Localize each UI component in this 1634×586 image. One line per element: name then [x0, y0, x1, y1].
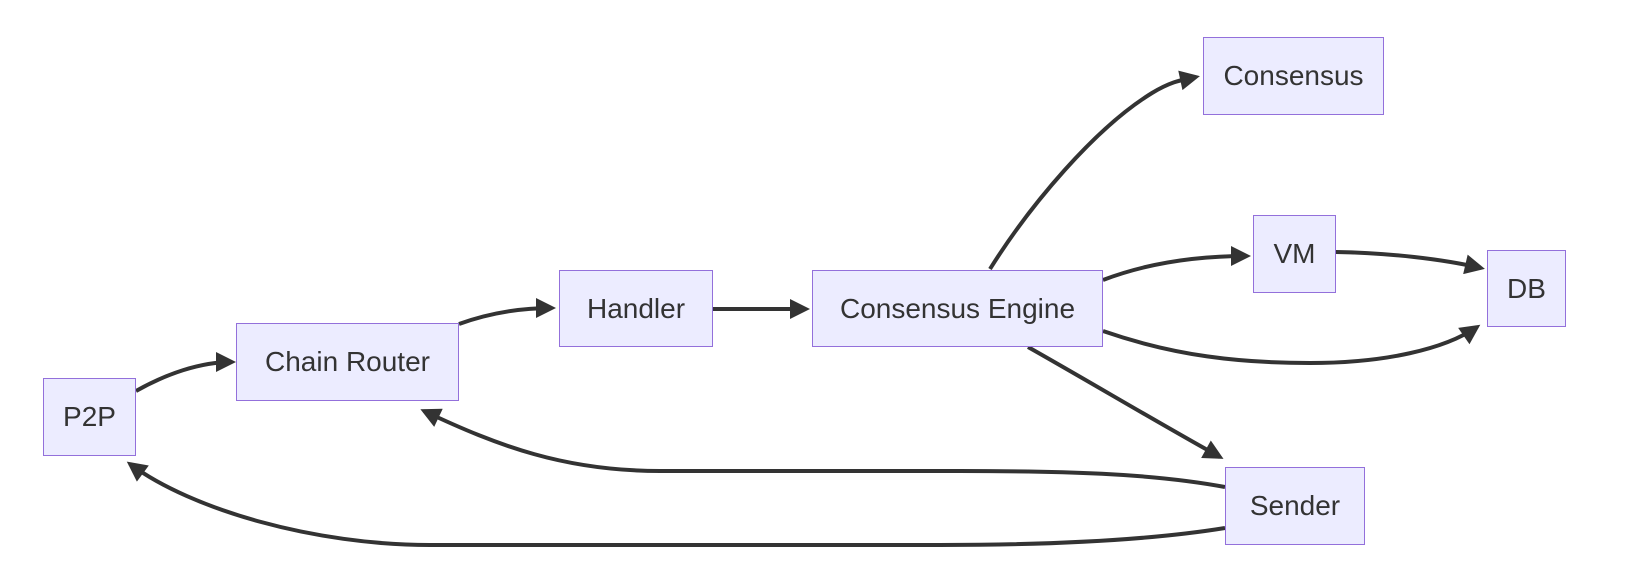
edge-consensus-engine-to-db	[1102, 324, 1481, 365]
node-chain-router-label: Chain Router	[265, 346, 430, 377]
node-db: DB	[1487, 250, 1566, 327]
edge-sender-to-chain-router	[420, 408, 1226, 489]
node-consensus-label: Consensus	[1223, 60, 1364, 91]
node-p2p-label: P2P	[63, 401, 116, 432]
node-consensus-engine-label: Consensus Engine	[839, 292, 1076, 324]
node-db-label: DB	[1507, 272, 1546, 304]
edge-consensus-engine-to-consensus	[988, 70, 1200, 271]
node-p2p: P2P	[43, 378, 136, 456]
node-sender-label: Sender	[1249, 490, 1341, 521]
node-chain-router: Chain Router	[236, 323, 459, 401]
edge-p2p-to-chain-router	[135, 352, 236, 393]
node-vm: VM	[1253, 215, 1336, 293]
node-handler: Handler	[559, 270, 713, 347]
edge-sender-to-p2p	[126, 461, 1226, 547]
node-vm-label: VM	[1273, 238, 1316, 269]
edge-chain-router-to-handler	[458, 298, 556, 326]
node-sender: Sender	[1225, 467, 1365, 545]
node-consensus-engine: Consensus Engine	[812, 270, 1103, 347]
edge-vm-to-db	[1335, 250, 1485, 275]
edge-consensus-engine-to-sender	[1027, 345, 1224, 459]
node-handler-label: Handler	[586, 292, 686, 324]
edge-consensus-engine-to-vm	[1102, 246, 1251, 282]
node-consensus: Consensus	[1203, 37, 1384, 115]
